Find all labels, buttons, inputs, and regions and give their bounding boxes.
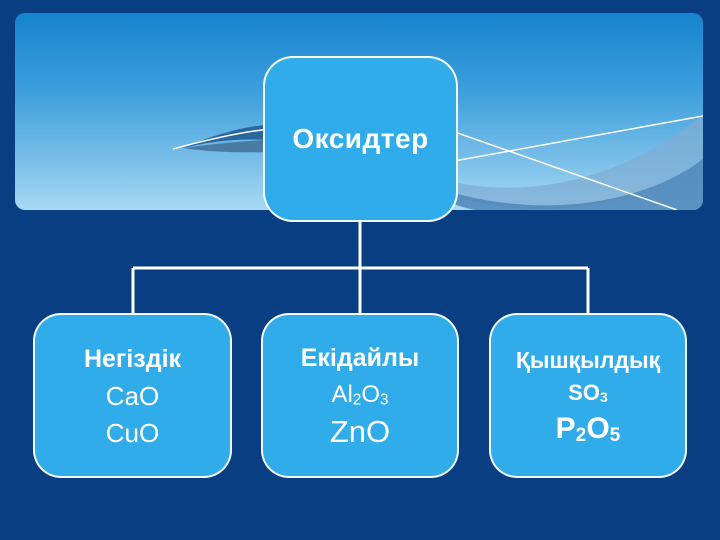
node-amphoteric-oxides[interactable]: Екідайлы Al2O3 ZnO	[261, 313, 459, 478]
node-acidic-title: Қышқылдық	[515, 346, 661, 373]
wave-wing-lower	[183, 140, 267, 153]
formula-cuo: CuO	[105, 417, 160, 448]
formula-cao: CaO	[105, 380, 160, 411]
connector-path	[131, 222, 590, 313]
node-oxides[interactable]: Оксидтер	[263, 56, 458, 222]
node-oxides-label: Оксидтер	[292, 123, 429, 154]
wave-band-dark	[438, 159, 703, 210]
node-amphoteric-title: Екідайлы	[300, 344, 420, 372]
formula-zno: ZnO	[329, 414, 391, 449]
wave-decoration-graphic	[172, 115, 703, 210]
wave-band-light	[425, 115, 703, 210]
node-acidic-oxides[interactable]: Қышқылдық SO3 P2O5	[489, 313, 687, 478]
formula-so3: SO3	[568, 379, 608, 405]
wave-accent-line-up	[420, 115, 703, 168]
formula-al2o3: Al2O3	[331, 381, 389, 409]
node-basic-title: Негіздік	[83, 344, 182, 373]
wave-accent-line-down	[428, 122, 678, 210]
formula-p2o5: P2O5	[555, 411, 621, 446]
node-basic-oxides[interactable]: Негіздік CaO CuO	[33, 313, 232, 478]
